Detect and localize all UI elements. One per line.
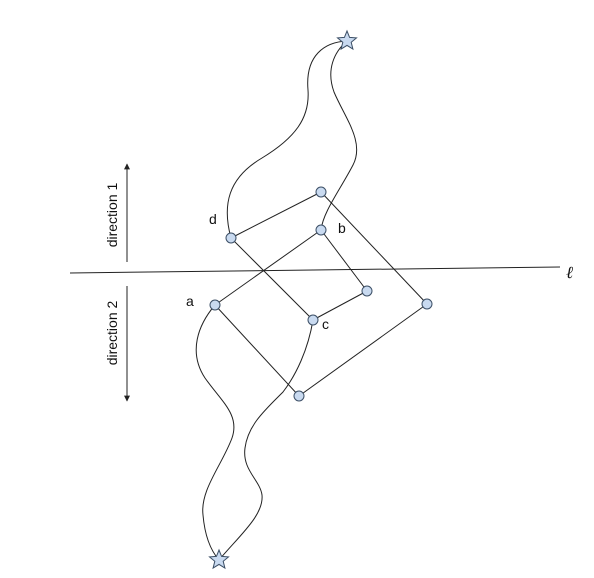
curve-b-to-top-star: [320, 40, 358, 231]
curve-d-to-top-star: [226, 40, 348, 239]
graph-nodes: [209, 186, 433, 402]
graph-edges: [214, 191, 428, 397]
label-direction-1: direction 1: [104, 182, 120, 247]
node-mid: [361, 285, 373, 297]
label-a: a: [186, 293, 194, 309]
bottom-star-icon: [208, 548, 230, 570]
label-d: d: [209, 211, 217, 227]
curve-c-to-bottom-star: [218, 319, 314, 561]
edge-a-b: [214, 229, 322, 306]
edge-b-mid: [320, 229, 368, 292]
top-star-icon: [336, 29, 358, 51]
node-right: [421, 298, 433, 310]
node-a: [209, 299, 221, 311]
node-d: [225, 232, 237, 244]
edge-right-bottom: [298, 303, 428, 397]
edge-mid-c: [312, 290, 368, 321]
label-ell: ℓ: [566, 263, 573, 283]
edge-d-top: [230, 191, 322, 239]
edge-bottom-a: [214, 304, 300, 397]
line-ell: [69, 266, 561, 274]
wavy-paths: [195, 40, 358, 561]
curve-a-to-bottom-star: [195, 304, 235, 561]
label-b: b: [338, 220, 346, 236]
label-c: c: [322, 316, 329, 332]
edge-c-d: [230, 237, 314, 321]
edge-top-right: [320, 191, 428, 305]
node-top: [315, 186, 327, 198]
label-direction-2: direction 2: [104, 300, 120, 365]
node-bottom: [293, 390, 305, 402]
node-b: [315, 224, 327, 236]
node-c: [307, 314, 319, 326]
